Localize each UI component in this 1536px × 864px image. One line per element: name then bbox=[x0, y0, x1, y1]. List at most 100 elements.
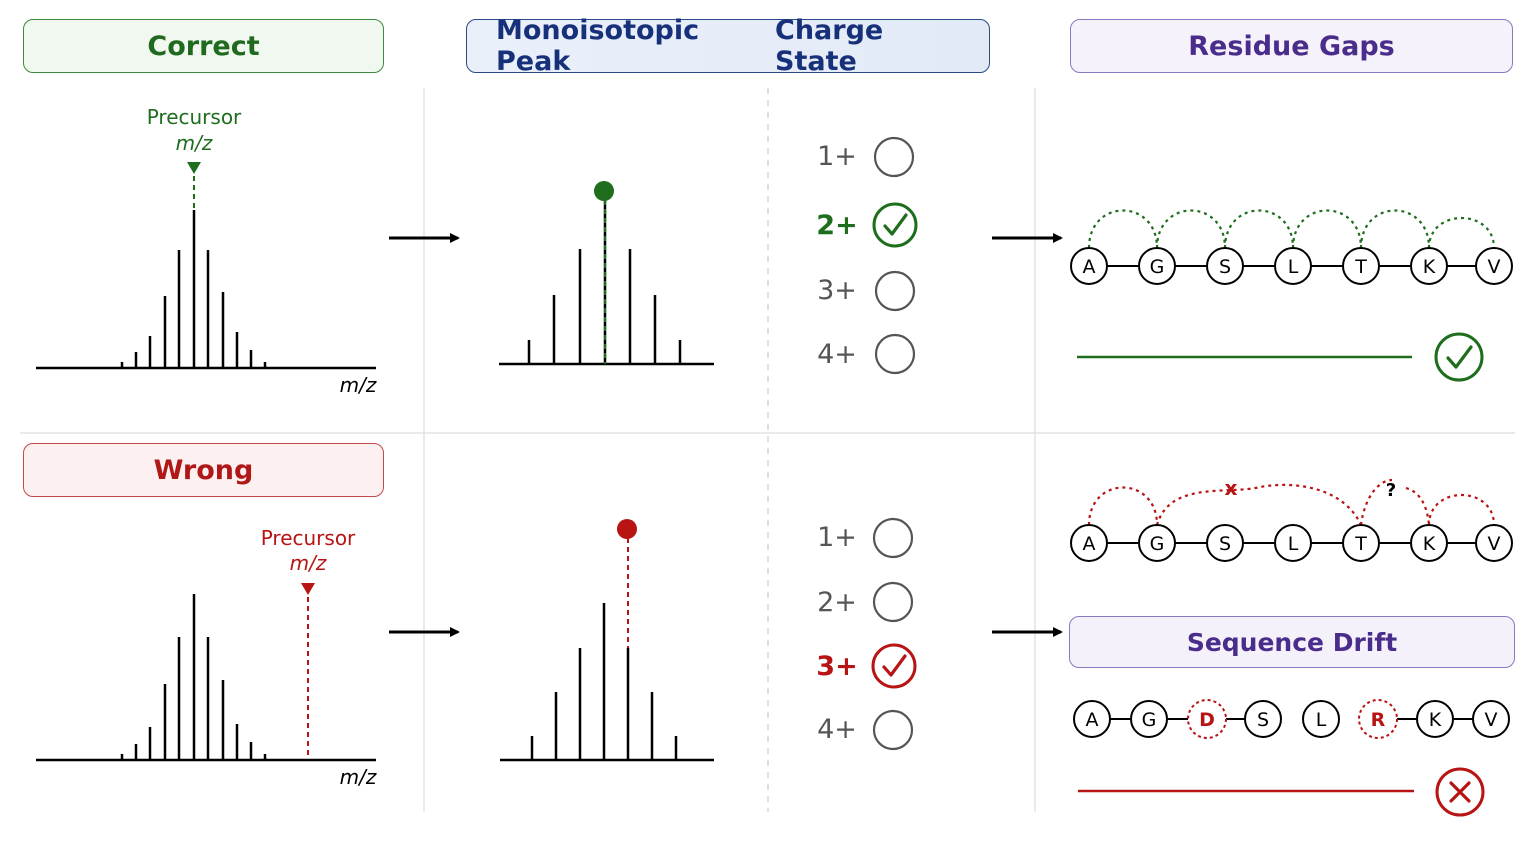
charge-radio[interactable] bbox=[872, 709, 914, 751]
residue-letter: G bbox=[1150, 256, 1165, 278]
precursor-label-wrong: Precursor bbox=[261, 526, 356, 550]
residue-gaps-header: Residue Gaps bbox=[1070, 19, 1513, 73]
precursor-spectrum-correct: Precursor m/z m/z bbox=[36, 105, 377, 397]
check-icon bbox=[883, 213, 908, 236]
gap-arc-correct bbox=[1291, 209, 1363, 249]
charge-state-list-bottom: 1+ 2+ 3+ 4+ bbox=[816, 517, 917, 751]
sequence-drift-label: Sequence Drift bbox=[1186, 627, 1398, 657]
charge-label: 1+ bbox=[817, 522, 857, 553]
charge-label-selected: 3+ bbox=[816, 651, 857, 682]
drift-letter-wrong: R bbox=[1371, 709, 1386, 731]
residue-node bbox=[1410, 247, 1448, 285]
wrong-header-label: Wrong bbox=[153, 454, 254, 486]
correct-header: Correct bbox=[23, 19, 384, 73]
grid-lines bbox=[20, 88, 1515, 812]
drift-node-wrong bbox=[1187, 699, 1227, 739]
residue-letter: T bbox=[1354, 533, 1367, 555]
gap-arc-wrong bbox=[1155, 483, 1362, 526]
residue-node bbox=[1475, 524, 1513, 562]
charge-label-selected: 2+ bbox=[816, 210, 857, 241]
drift-letter-wrong: D bbox=[1199, 709, 1215, 731]
drift-letter: V bbox=[1485, 709, 1498, 731]
drift-letter: G bbox=[1142, 709, 1157, 731]
residue-node bbox=[1070, 247, 1108, 285]
close-icon bbox=[1449, 781, 1471, 803]
residue-node bbox=[1070, 524, 1108, 562]
monoisotopic-peak-label: Monoisotopic Peak bbox=[496, 15, 700, 77]
residue-node bbox=[1342, 247, 1380, 285]
residue-chain-top: A G S L T K V bbox=[1070, 209, 1513, 285]
drift-node bbox=[1302, 700, 1340, 738]
residue-node bbox=[1206, 524, 1244, 562]
mz-axis-label-wrong: m/z bbox=[340, 765, 377, 789]
drift-letter: S bbox=[1257, 709, 1269, 731]
precursor-mz-label-correct: m/z bbox=[176, 131, 213, 155]
charge-state-label: Charge State bbox=[775, 15, 884, 77]
monoisotopic-spectrum-wrong bbox=[500, 519, 714, 762]
drift-node bbox=[1244, 700, 1282, 738]
residue-node bbox=[1138, 524, 1176, 562]
drift-letter: L bbox=[1316, 709, 1327, 731]
precursor-spectrum-wrong: Precursor m/z m/z bbox=[36, 526, 377, 789]
drift-node bbox=[1073, 700, 1111, 738]
residue-letter: G bbox=[1150, 533, 1165, 555]
gap-arc-wrong bbox=[1405, 486, 1431, 526]
gap-arc-wrong bbox=[1087, 486, 1159, 526]
residue-gaps-label: Residue Gaps bbox=[1188, 30, 1395, 62]
gap-arc-correct bbox=[1427, 217, 1496, 249]
charge-label: 4+ bbox=[817, 714, 857, 745]
gap-arc-wrong bbox=[1427, 494, 1496, 526]
drift-node-wrong bbox=[1358, 699, 1398, 739]
mono-selection-dot-wrong bbox=[617, 519, 637, 539]
failure-badge bbox=[1435, 767, 1485, 817]
charge-state-list-top: 1+ 2+ 3+ 4+ bbox=[816, 136, 918, 375]
drift-node bbox=[1416, 700, 1454, 738]
charge-radio[interactable] bbox=[873, 136, 915, 178]
charge-radio-selected[interactable] bbox=[871, 643, 917, 689]
charge-radio[interactable] bbox=[874, 333, 916, 375]
residue-letter: K bbox=[1423, 533, 1436, 555]
residue-node bbox=[1274, 247, 1312, 285]
residue-letter: A bbox=[1083, 256, 1096, 278]
gap-arc-correct bbox=[1155, 209, 1227, 249]
charge-radio[interactable] bbox=[872, 581, 914, 623]
residue-node bbox=[1342, 524, 1380, 562]
residue-letter: S bbox=[1219, 256, 1231, 278]
residue-letter: L bbox=[1288, 533, 1299, 555]
check-icon bbox=[882, 654, 907, 677]
residue-letter: S bbox=[1219, 533, 1231, 555]
drift-node bbox=[1472, 700, 1510, 738]
check-icon bbox=[1446, 345, 1473, 369]
mono-selection-dot-correct bbox=[594, 181, 614, 201]
monoisotopic-spectrum-correct bbox=[499, 181, 714, 366]
residue-chain-bottom: x ? A G S L T K V bbox=[1070, 476, 1513, 562]
gap-arc-correct bbox=[1087, 209, 1159, 249]
residue-node bbox=[1206, 247, 1244, 285]
charge-label: 3+ bbox=[817, 275, 857, 306]
residue-letter: V bbox=[1488, 256, 1501, 278]
monoisotopic-charge-header: Monoisotopic Peak Charge State bbox=[466, 15, 990, 77]
residue-letter: V bbox=[1488, 533, 1501, 555]
sequence-drift-header: Sequence Drift bbox=[1069, 616, 1515, 668]
residue-node bbox=[1138, 247, 1176, 285]
precursor-marker-correct bbox=[187, 162, 201, 174]
charge-label: 1+ bbox=[817, 141, 857, 172]
charge-radio[interactable] bbox=[872, 517, 914, 559]
charge-label: 2+ bbox=[817, 587, 857, 618]
wrong-header: Wrong bbox=[23, 443, 384, 497]
precursor-mz-label-wrong: m/z bbox=[290, 551, 327, 575]
charge-radio-selected[interactable] bbox=[872, 202, 918, 248]
gap-arc-correct bbox=[1359, 209, 1431, 249]
precursor-marker-wrong bbox=[301, 583, 315, 595]
residue-letter: A bbox=[1083, 533, 1096, 555]
gap-unknown-mark: ? bbox=[1386, 480, 1396, 501]
drift-sequence: A G D S L R K V bbox=[1073, 699, 1510, 739]
residue-letter: K bbox=[1423, 256, 1436, 278]
drift-node bbox=[1130, 700, 1168, 738]
residue-letter: L bbox=[1288, 256, 1299, 278]
charge-radio[interactable] bbox=[874, 270, 916, 312]
gap-arc-wrong bbox=[1359, 478, 1393, 526]
residue-node bbox=[1410, 524, 1448, 562]
precursor-label-correct: Precursor bbox=[147, 105, 242, 129]
